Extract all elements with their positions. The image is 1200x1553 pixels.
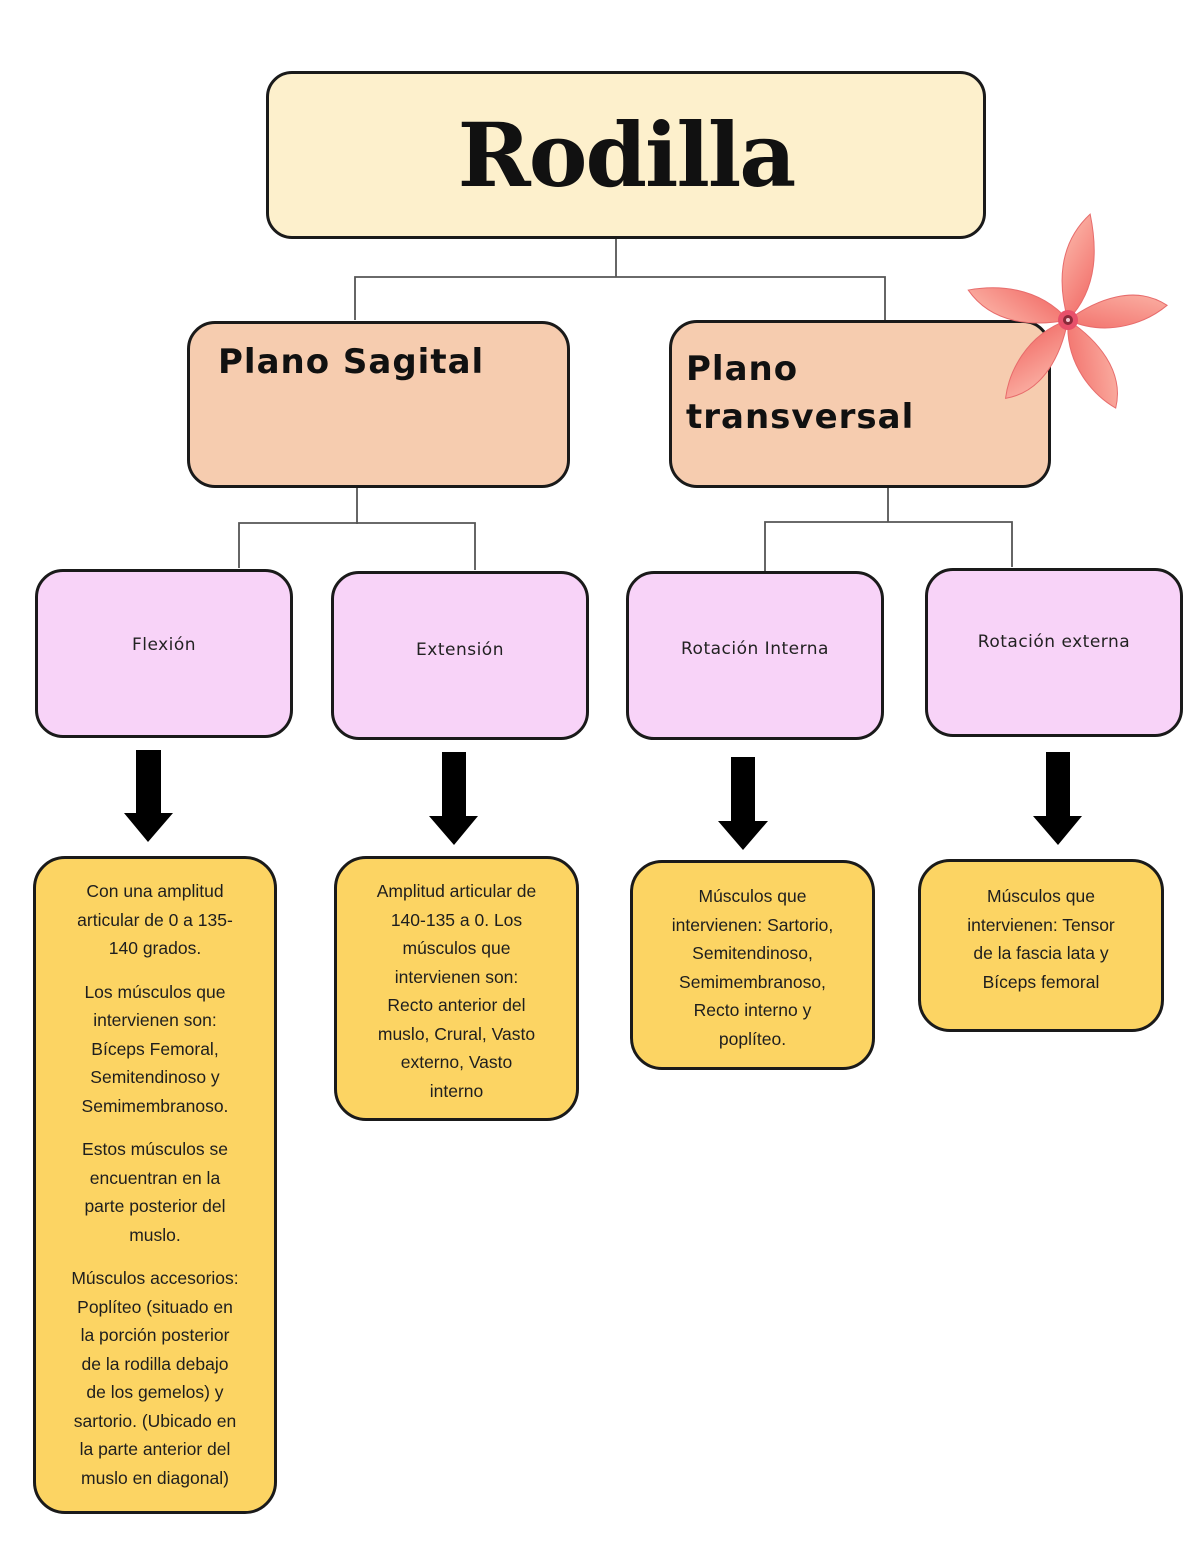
description-rotacion-externa: Músculos que intervienen: Tensor de la f… xyxy=(918,859,1164,1032)
description-text: Músculos que intervienen: Sartorio, Semi… xyxy=(671,886,834,1049)
connector-sagital xyxy=(238,488,476,570)
diagram-title: Rodilla xyxy=(457,103,797,207)
description-text: Músculos que intervienen: Tensor de la f… xyxy=(967,886,1115,992)
node-label: Rotación Interna xyxy=(681,638,829,659)
node-plano-transversal: Plano transversal xyxy=(669,320,1051,488)
node-rotacion-interna: Rotación Interna xyxy=(626,571,884,740)
node-label: Plano Sagital xyxy=(218,342,485,382)
node-extension: Extensión xyxy=(331,571,589,740)
description-text: Amplitud articular de 140-135 a 0. Los m… xyxy=(376,881,537,1101)
connector-root xyxy=(354,239,886,321)
description-flexion: Con una amplitud articular de 0 a 135- 1… xyxy=(33,856,277,1514)
down-arrow-icon xyxy=(718,757,768,850)
connector-transversal xyxy=(764,488,1013,571)
down-arrow-icon xyxy=(124,750,173,842)
node-rotacion-externa: Rotación externa xyxy=(925,568,1183,737)
node-label: Flexión xyxy=(131,634,197,655)
root-node: Rodilla xyxy=(266,71,986,239)
node-plano-sagital: Plano Sagital xyxy=(187,321,570,488)
description-text: Con una amplitud articular de 0 a 135- 1… xyxy=(71,881,239,1488)
description-rotacion-interna: Músculos que intervienen: Sartorio, Semi… xyxy=(630,860,875,1070)
node-label: Extensión xyxy=(416,639,504,660)
down-arrow-icon xyxy=(1033,752,1082,845)
description-extension: Amplitud articular de 140-135 a 0. Los m… xyxy=(334,856,579,1121)
down-arrow-icon xyxy=(429,752,478,845)
node-flexion: Flexión xyxy=(35,569,293,738)
flower-icon xyxy=(967,213,1168,409)
node-label: Plano transversal xyxy=(686,349,915,437)
node-label: Rotación externa xyxy=(977,631,1131,652)
